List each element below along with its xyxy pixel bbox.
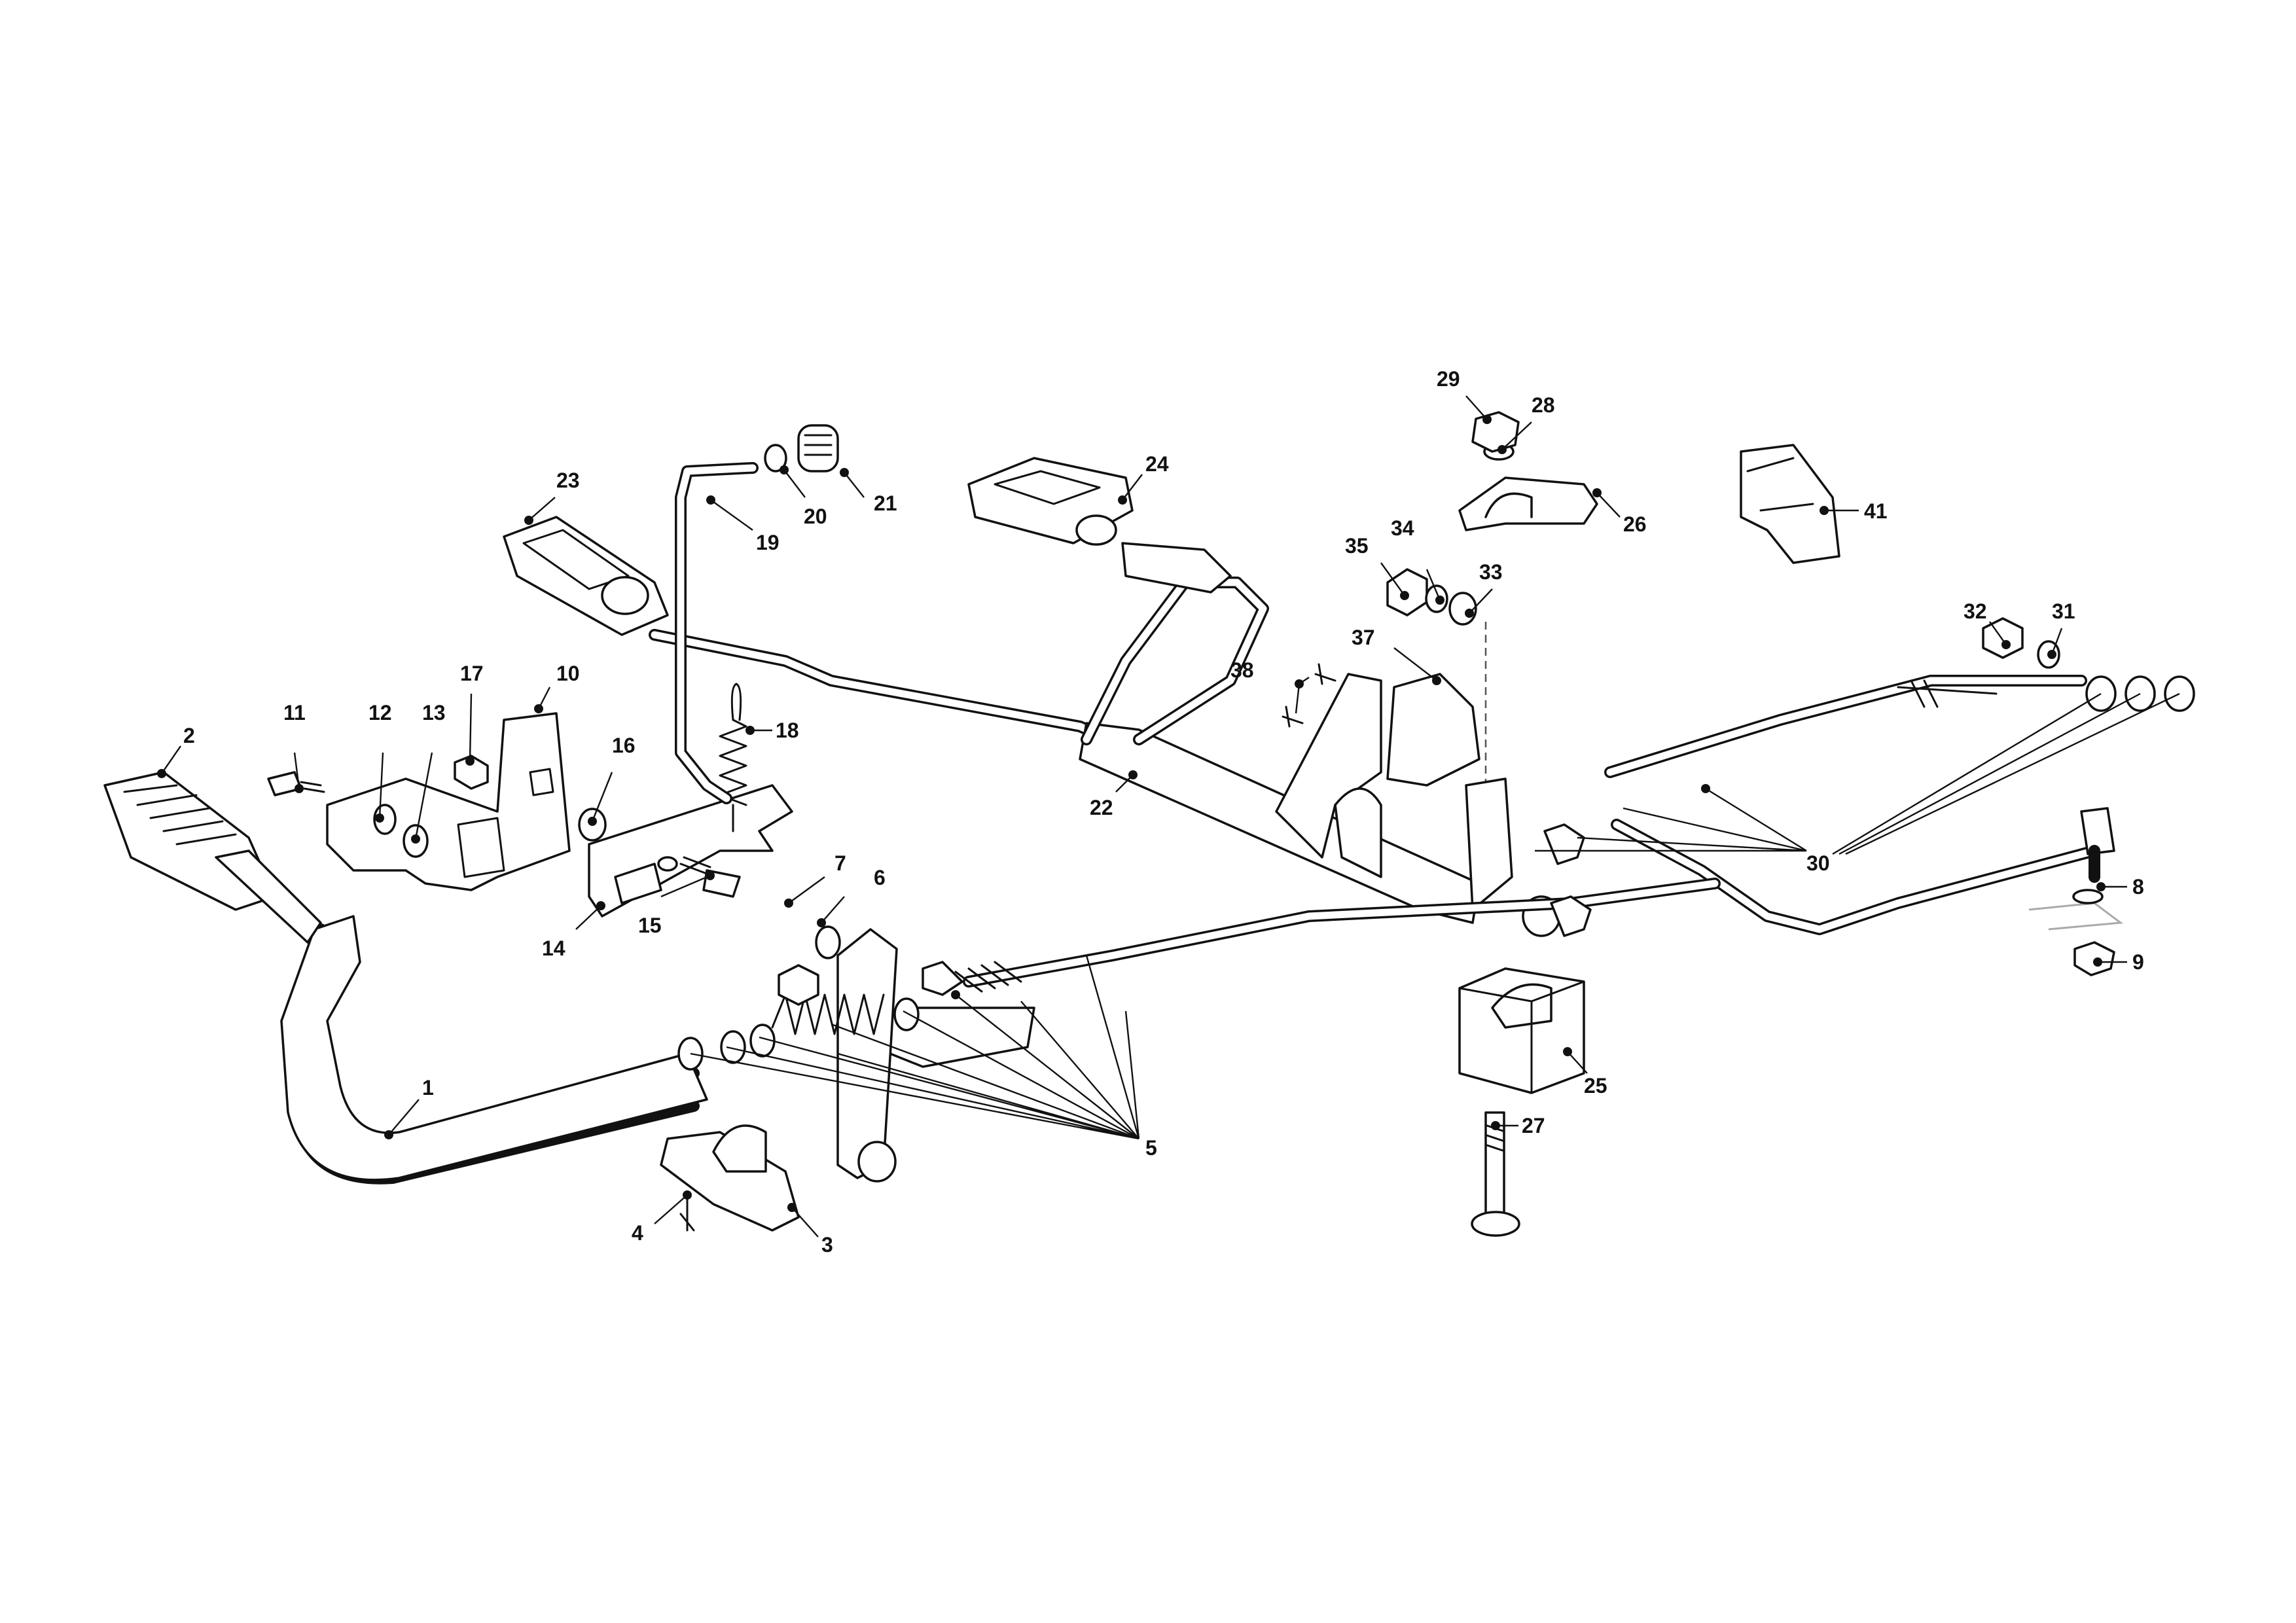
latch-plate-14 [588, 784, 793, 918]
callout-3: 3 [821, 1233, 833, 1257]
callout-18: 18 [776, 719, 799, 742]
callout-21: 21 [874, 491, 897, 515]
parts-drawing [103, 411, 2195, 1237]
block-25 [1458, 967, 1585, 1094]
callout-1: 1 [422, 1076, 434, 1099]
callout-20: 20 [804, 505, 827, 528]
bolt-27 [1471, 1111, 1520, 1237]
callout-38: 38 [1230, 658, 1254, 682]
callout-37: 37 [1352, 626, 1375, 649]
callout-13: 13 [422, 701, 446, 724]
callout-31: 31 [2052, 599, 2075, 623]
callout-19: 19 [756, 531, 780, 554]
callout-4: 4 [632, 1221, 643, 1245]
callout-labels: 1 2 3 4 5 6 7 8 9 10 11 12 13 14 15 16 1… [183, 367, 2144, 1257]
callout-26: 26 [1623, 512, 1647, 536]
callout-5: 5 [1145, 1136, 1157, 1160]
callout-29: 29 [1437, 367, 1460, 391]
lower-rod-5 [889, 823, 1721, 1068]
callout-6: 6 [874, 866, 886, 889]
clamp-3 [660, 1124, 800, 1232]
callout-24: 24 [1145, 452, 1169, 476]
small-bolts [267, 755, 741, 898]
bracket-26 [1458, 411, 1598, 531]
right-rod-assembly [1604, 617, 2195, 976]
callout-23: 23 [556, 469, 580, 492]
callout-12: 12 [368, 701, 392, 724]
callout-34: 34 [1391, 516, 1414, 540]
bracket-10 [326, 712, 571, 891]
clip-37 [1275, 673, 1513, 911]
callout-11: 11 [283, 701, 306, 724]
callout-27: 27 [1522, 1114, 1545, 1137]
pedal-arm-rod [1081, 542, 1269, 745]
callout-25: 25 [1584, 1074, 1607, 1097]
callout-9: 9 [2132, 950, 2144, 974]
bracket-41 [1740, 444, 1840, 564]
callout-22: 22 [1090, 796, 1113, 819]
callout-14: 14 [542, 936, 565, 960]
rod-19 [675, 462, 759, 804]
pedal-cover-24 [967, 457, 1134, 546]
callout-15: 15 [638, 914, 662, 937]
callout-41: 41 [1864, 499, 1888, 523]
callout-2: 2 [183, 724, 195, 747]
pedal-cover-23 [503, 516, 669, 636]
spring-lever-assembly [677, 925, 920, 1183]
callout-35: 35 [1345, 534, 1369, 558]
callout-33: 33 [1479, 560, 1503, 584]
grommet-21 [764, 424, 839, 473]
callout-32: 32 [1964, 599, 1987, 623]
callout-30: 30 [1806, 851, 1830, 875]
spring-18 [719, 683, 747, 832]
callout-10: 10 [556, 662, 580, 685]
callout-28: 28 [1532, 393, 1555, 417]
callout-7: 7 [834, 851, 846, 875]
callout-8: 8 [2132, 875, 2144, 899]
leader-dots [157, 415, 2106, 1212]
callout-16: 16 [612, 734, 636, 757]
callout-17: 17 [460, 662, 484, 685]
fittings-38 [1282, 663, 1336, 728]
